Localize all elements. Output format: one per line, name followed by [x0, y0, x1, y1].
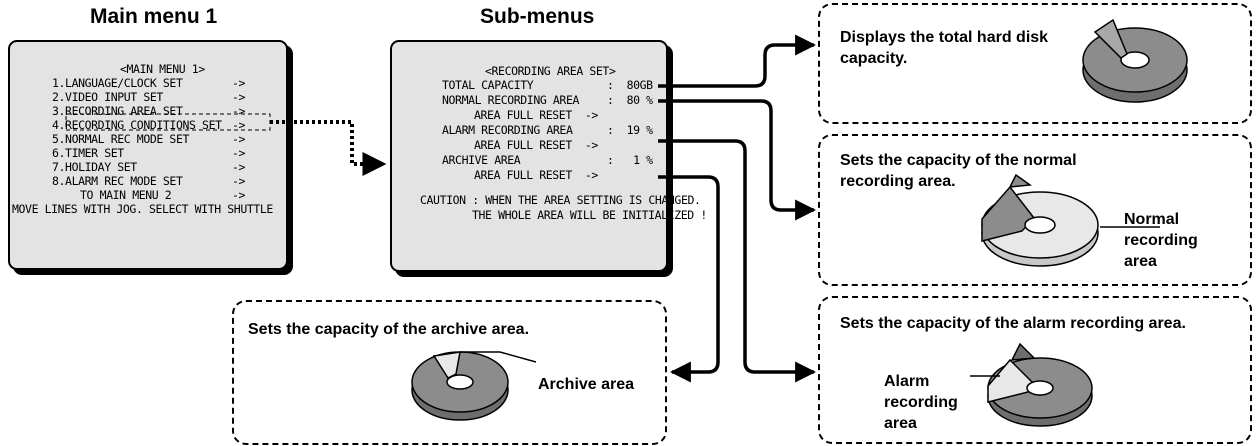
main-menu-title: <MAIN MENU 1>: [120, 62, 205, 76]
normal-area-label[interactable]: NORMAL RECORDING AREA: [442, 93, 579, 107]
disk-alarm-icon: [970, 342, 1093, 427]
menu-item-video-input-arrow: ->: [232, 90, 246, 104]
note-normal-area-text: Sets the capacity of the normal recordin…: [840, 152, 1077, 190]
selection-highlight: [65, 113, 271, 131]
menu-item-recording-conditions-arrow: ->: [232, 118, 246, 132]
menu-item-timer-arrow: ->: [232, 146, 246, 160]
sub-menus-heading: Sub-menus: [480, 5, 595, 28]
menu-item-normal-rec-mode-arrow: ->: [232, 132, 246, 146]
menu-item-video-input[interactable]: 2.VIDEO INPUT SET: [52, 90, 163, 104]
dotted-link-arrow: [270, 120, 387, 176]
connector-archive: [658, 175, 720, 383]
archive-area-label-text: Archive area: [538, 376, 635, 393]
connector-normal: [658, 99, 817, 221]
note-archive-area-text: Sets the capacity of the archive area.: [248, 321, 530, 338]
sub-menu-title: <RECORDING AREA SET>: [485, 64, 616, 78]
menu-item-alarm-rec-mode-arrow: ->: [232, 174, 246, 188]
menu-item-language-clock-arrow: ->: [232, 76, 246, 90]
menu-item-language-clock[interactable]: 1.LANGUAGE/CLOCK SET: [52, 76, 183, 90]
connector-total: [658, 34, 817, 88]
menu-item-normal-rec-mode[interactable]: 5.NORMAL REC MODE SET: [52, 132, 189, 146]
menu-item-main-menu-2[interactable]: TO MAIN MENU 2: [80, 188, 172, 202]
note-alarm-area-text: Sets the capacity of the alarm recording…: [840, 315, 1186, 332]
disk-total-icon: [1082, 18, 1188, 103]
disk-normal-icon: [981, 173, 1160, 267]
alarm-area-label[interactable]: ALARM RECORDING AREA: [442, 123, 573, 137]
main-menu-heading: Main menu 1: [90, 5, 218, 28]
menu-item-alarm-rec-mode[interactable]: 8.ALARM REC MODE SET: [52, 174, 183, 188]
note-total-capacity-text: Displays the total hard disk capacity.: [840, 29, 1049, 67]
normal-area-reset[interactable]: AREA FULL RESET ->: [474, 108, 598, 122]
disk-archive-icon: [411, 351, 537, 421]
sub-menu-screen: <RECORDING AREA SET> TOTAL CAPACITY : 80…: [390, 40, 707, 272]
normal-area-label-text: Normal recording area: [1124, 211, 1198, 270]
normal-area-value[interactable]: : 80 %: [607, 93, 653, 107]
connector-alarm: [658, 139, 817, 383]
archive-area-value[interactable]: : 1 %: [607, 153, 653, 167]
main-menu-footer: MOVE LINES WITH JOG. SELECT WITH SHUTTLE: [12, 202, 273, 216]
alarm-area-reset[interactable]: AREA FULL RESET ->: [474, 138, 598, 152]
archive-area-label[interactable]: ARCHIVE AREA: [442, 153, 521, 167]
alarm-area-label-text: Alarm recording area: [884, 373, 958, 432]
caution-line-1: CAUTION : WHEN THE AREA SETTING IS CHANG…: [420, 193, 701, 207]
menu-item-holiday[interactable]: 7.HOLIDAY SET: [52, 160, 137, 174]
archive-area-reset[interactable]: AREA FULL RESET ->: [474, 168, 598, 182]
total-capacity-value: : 80GB: [607, 78, 653, 92]
menu-item-recording-conditions[interactable]: 4.RECORDING CONDITIONS SET: [52, 118, 222, 132]
total-capacity-label: TOTAL CAPACITY: [442, 78, 534, 92]
main-menu-screen: <MAIN MENU 1> 1.LANGUAGE/CLOCK SET -> 2.…: [8, 40, 288, 270]
menu-item-timer[interactable]: 6.TIMER SET: [52, 146, 124, 160]
alarm-area-value[interactable]: : 19 %: [607, 123, 653, 137]
menu-item-holiday-arrow: ->: [232, 160, 246, 174]
caution-line-2: THE WHOLE AREA WILL BE INITIALIZED !: [472, 208, 707, 222]
menu-item-main-menu-2-arrow: ->: [232, 188, 246, 202]
